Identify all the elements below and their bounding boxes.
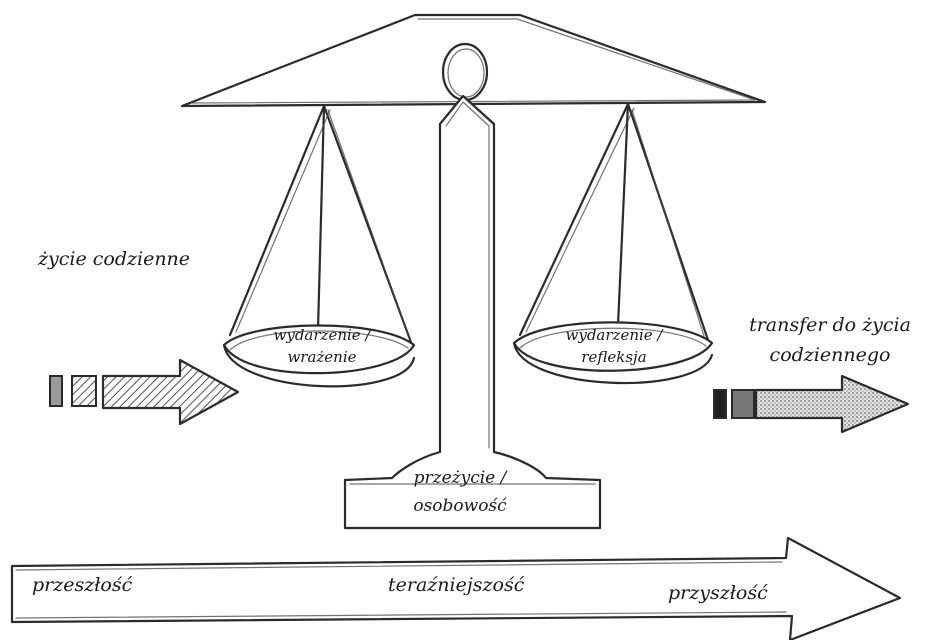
timeline-future-label: przyszłość bbox=[668, 582, 768, 604]
left-pan-strings bbox=[228, 104, 414, 347]
scale-pillar bbox=[343, 94, 602, 530]
scale-knob bbox=[441, 42, 489, 102]
event-impression-label: wydarzenie / wrażenie bbox=[273, 326, 371, 366]
transfer-label: transfer do życia codziennego bbox=[749, 314, 911, 366]
timeline-past-label: przeszłość bbox=[32, 574, 133, 596]
experience-personality-label: przeżycie / osobowość bbox=[413, 468, 507, 516]
event-reflection-label: wydarzenie / refleksja bbox=[565, 326, 663, 366]
right-pan-strings bbox=[518, 102, 710, 342]
dotted-arrow-right-icon bbox=[713, 374, 910, 434]
left-pan bbox=[222, 324, 416, 388]
hatched-arrow-right-icon bbox=[49, 358, 240, 426]
timeline-present-label: teraźniejszość bbox=[388, 574, 525, 596]
daily-life-label: życie codzienne bbox=[38, 248, 191, 270]
timeline-arrow-icon bbox=[10, 536, 902, 640]
right-pan bbox=[512, 321, 714, 385]
